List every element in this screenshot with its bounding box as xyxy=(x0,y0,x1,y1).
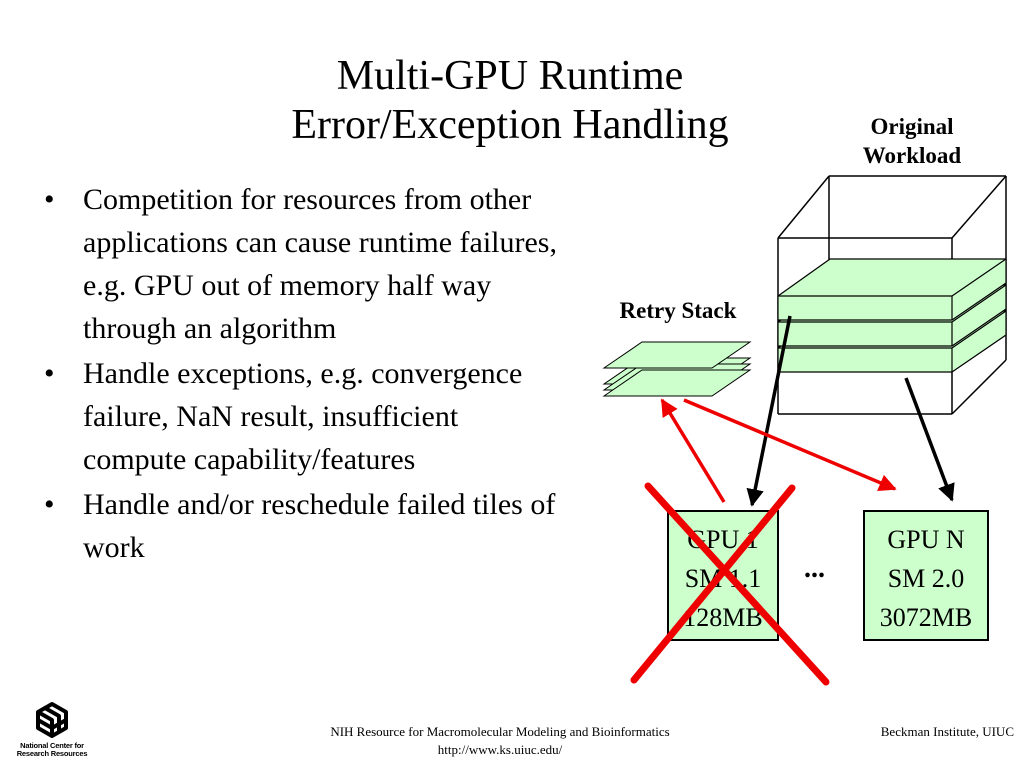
bullet-list: • Competition for resources from other a… xyxy=(44,178,564,571)
bullet-item: • Handle exceptions, e.g. convergence fa… xyxy=(44,352,564,481)
retry-tile xyxy=(602,341,752,369)
bullet-marker: • xyxy=(44,183,55,216)
original-workload-label-line1: Original xyxy=(870,114,954,139)
gpu-memory: 3072MB xyxy=(879,603,973,632)
slide-title-line2: Error/Exception Handling xyxy=(291,102,729,148)
bullet-text: Handle and/or reschedule failed tiles of… xyxy=(83,488,556,564)
logo-text-line1: National Center for xyxy=(20,741,84,750)
retry-stack-label: Retry Stack xyxy=(619,298,737,323)
bullet-item: • Handle and/or reschedule failed tiles … xyxy=(44,483,564,569)
arrow-retry-to-gpun xyxy=(683,398,897,491)
bullet-marker: • xyxy=(44,488,55,521)
arrow-gpu1-to-retry xyxy=(660,398,726,503)
bullet-marker: • xyxy=(44,357,55,390)
footer-org: NIH Resource for Macromolecular Modeling… xyxy=(330,724,670,739)
logo-text-line2: Research Resources xyxy=(16,749,88,758)
cross-stroke xyxy=(630,484,796,684)
footer-url[interactable]: http://www.ks.uiuc.edu/ xyxy=(437,742,563,757)
ncrr-logo xyxy=(36,702,68,738)
bullet-item: • Competition for resources from other a… xyxy=(44,178,564,350)
gpu-name: GPU N xyxy=(887,525,965,554)
arrow-workload-to-gpu1 xyxy=(746,315,792,507)
footer-institute: Beckman Institute, UIUC xyxy=(880,724,1014,739)
gpu-sm: SM 2.0 xyxy=(887,564,965,593)
ncrr-logo-text: National Center for Research Resources xyxy=(13,742,91,758)
arrow-workload-to-gpun xyxy=(904,377,955,502)
footer-center: NIH Resource for Macromolecular Modeling… xyxy=(240,723,760,759)
workload-layer xyxy=(777,258,1007,321)
bullet-text: Competition for resources from other app… xyxy=(83,183,557,345)
workload-layers xyxy=(777,258,1007,373)
retry-tile xyxy=(602,369,752,397)
original-workload-label: Original Workload xyxy=(832,112,992,170)
gpu-ellipsis: ... xyxy=(804,553,825,584)
slide-title: Multi-GPU Runtime Error/Exception Handli… xyxy=(180,52,840,150)
retry-stack xyxy=(602,341,752,397)
gpu-n-box: GPU N SM 2.0 3072MB xyxy=(863,510,989,641)
bullet-text: Handle exceptions, e.g. convergence fail… xyxy=(83,357,523,476)
original-workload-label-line2: Workload xyxy=(862,143,962,168)
slide-title-line1: Multi-GPU Runtime xyxy=(336,53,684,99)
cross-stroke xyxy=(644,482,830,686)
